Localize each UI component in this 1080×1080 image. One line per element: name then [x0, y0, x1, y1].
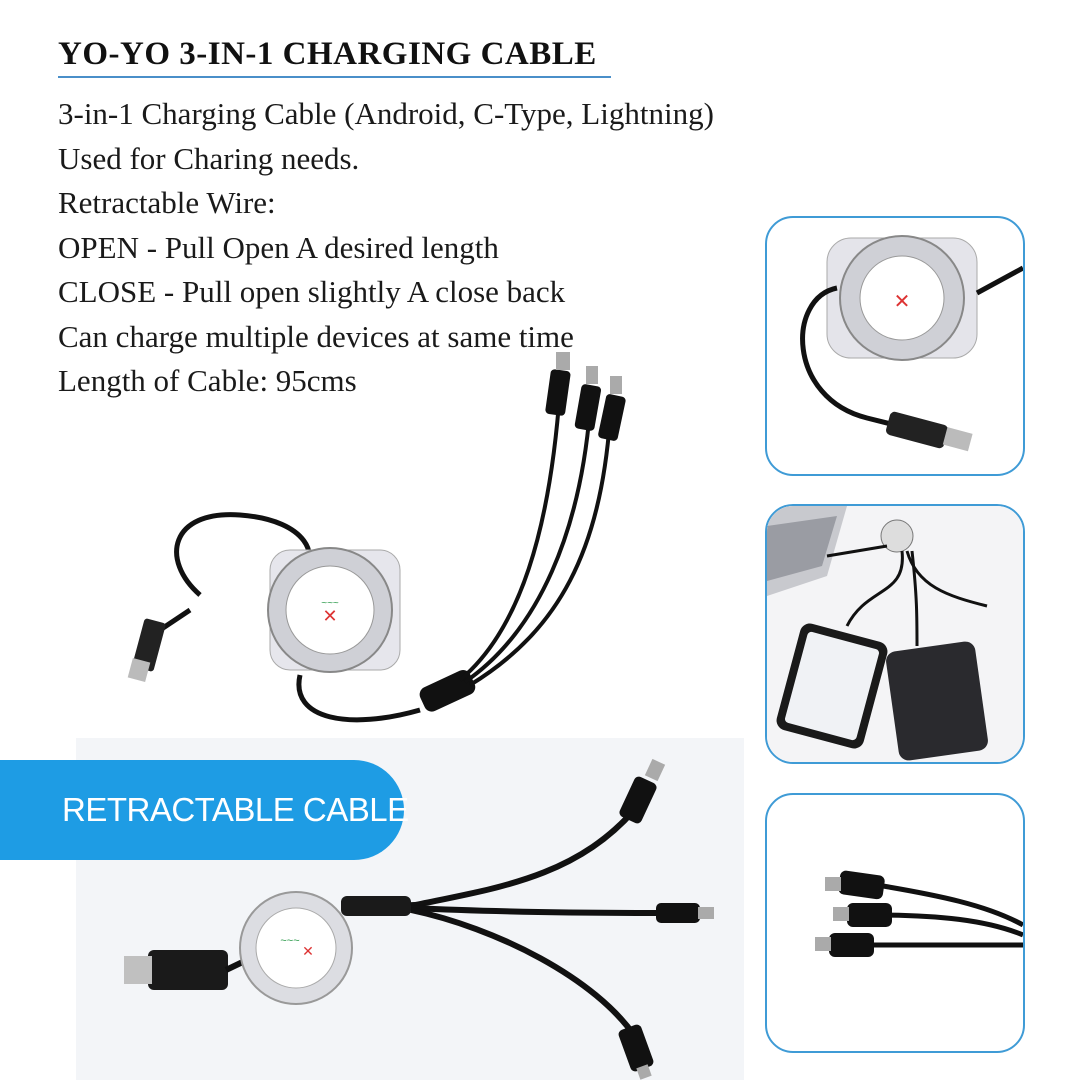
- connectors-image: [815, 870, 1023, 957]
- desc-line: Can charge multiple devices at same time: [58, 318, 574, 354]
- reel-closeup-image: ✕: [800, 235, 1023, 452]
- desc-line: 3-in-1 Charging Cable (Android, C-Type, …: [58, 96, 714, 131]
- retractable-cable-banner: [0, 760, 404, 860]
- main-product-photo: ~~~ ✕: [127, 352, 626, 723]
- laptop-usage-image: [767, 506, 1023, 762]
- desc-line: Used for Charing needs.: [58, 140, 360, 176]
- svg-text:~~~: ~~~: [321, 598, 339, 609]
- desc-line: CLOSE - Pull open slightly A close back: [58, 274, 566, 309]
- thumb-laptop-usage: [765, 504, 1025, 764]
- retractable-cable-label: RETRACTABLE CABLE: [62, 791, 409, 828]
- thumb-connectors: [765, 793, 1025, 1053]
- product-title: YO-YO 3-IN-1 CHARGING CABLE: [58, 36, 597, 72]
- product-description: 3-in-1 Charging Cable (Android, C-Type, …: [58, 92, 714, 404]
- thumb-reel-closeup: ✕: [765, 216, 1025, 476]
- svg-text:✕: ✕: [894, 291, 911, 313]
- desc-line: Length of Cable: 95cms: [58, 363, 357, 398]
- svg-text:✕: ✕: [302, 943, 314, 959]
- bottom-product-photo: ~~~ ✕: [124, 758, 714, 1080]
- title-underline: [58, 76, 611, 78]
- svg-text:✕: ✕: [322, 606, 337, 626]
- desc-line: OPEN - Pull Open A desired length: [58, 229, 499, 265]
- svg-text:~~~: ~~~: [280, 935, 299, 947]
- desc-line: Retractable Wire:: [58, 185, 276, 220]
